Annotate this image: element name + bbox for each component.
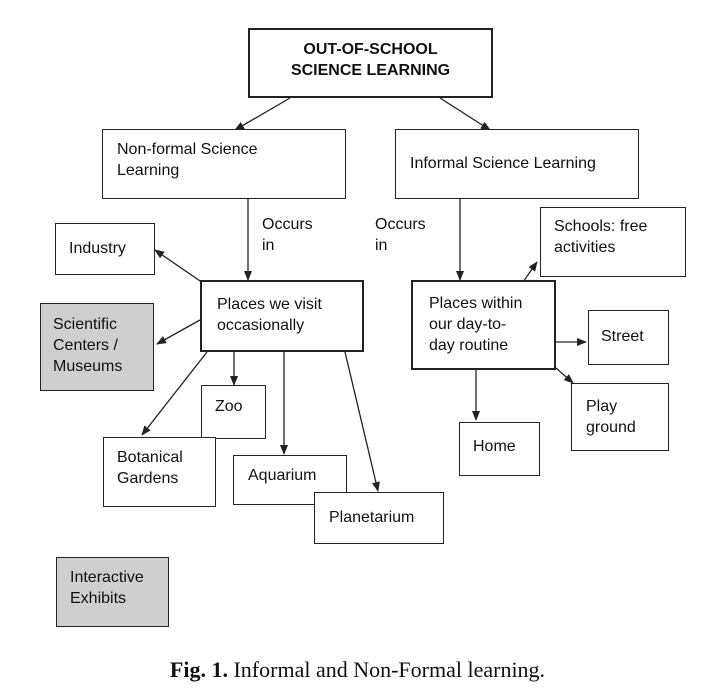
scientific-centers-box: Scientific Centers / Museums <box>40 303 154 391</box>
caption-text: Informal and Non-Formal learning. <box>233 657 546 682</box>
schools-box: Schools: free activities <box>540 207 686 277</box>
occurs-in-left-label: Occurs in <box>262 216 313 254</box>
planetarium-box: Planetarium <box>314 492 444 544</box>
places-routine-box: Places within our day-to- day routine <box>411 280 556 370</box>
arrow-visit-to-industry <box>154 249 204 284</box>
occurs-in-right-label: Occurs in <box>375 216 426 254</box>
arrow-routine-to-schools <box>522 261 538 283</box>
figure-caption: Fig. 1. Informal and Non-Formal learning… <box>0 657 715 683</box>
home-box: Home <box>459 422 540 476</box>
arrow-visit-to-scicenters <box>156 319 201 345</box>
arrow-visit-to-botanical <box>141 351 208 436</box>
arrow-title-to-informal <box>439 97 491 131</box>
industry-box: Industry <box>55 223 155 275</box>
zoo-box: Zoo <box>201 385 266 439</box>
arrow-routine-to-playground <box>555 367 574 384</box>
interactive-exhibits-box: Interactive Exhibits <box>56 557 169 627</box>
informal-learning-box: Informal Science Learning <box>395 129 639 199</box>
title-box: OUT-OF-SCHOOL SCIENCE LEARNING <box>248 28 493 98</box>
nonformal-learning-box: Non-formal Science Learning <box>102 129 346 199</box>
arrow-title-to-nonformal <box>234 97 291 131</box>
places-visit-box: Places we visit occasionally <box>200 280 364 352</box>
botanical-gardens-box: Botanical Gardens <box>103 437 216 507</box>
playground-box: Play ground <box>571 383 669 451</box>
caption-label: Fig. 1. <box>169 657 228 682</box>
arrow-visit-to-planetarium <box>344 351 380 492</box>
street-box: Street <box>588 310 669 365</box>
